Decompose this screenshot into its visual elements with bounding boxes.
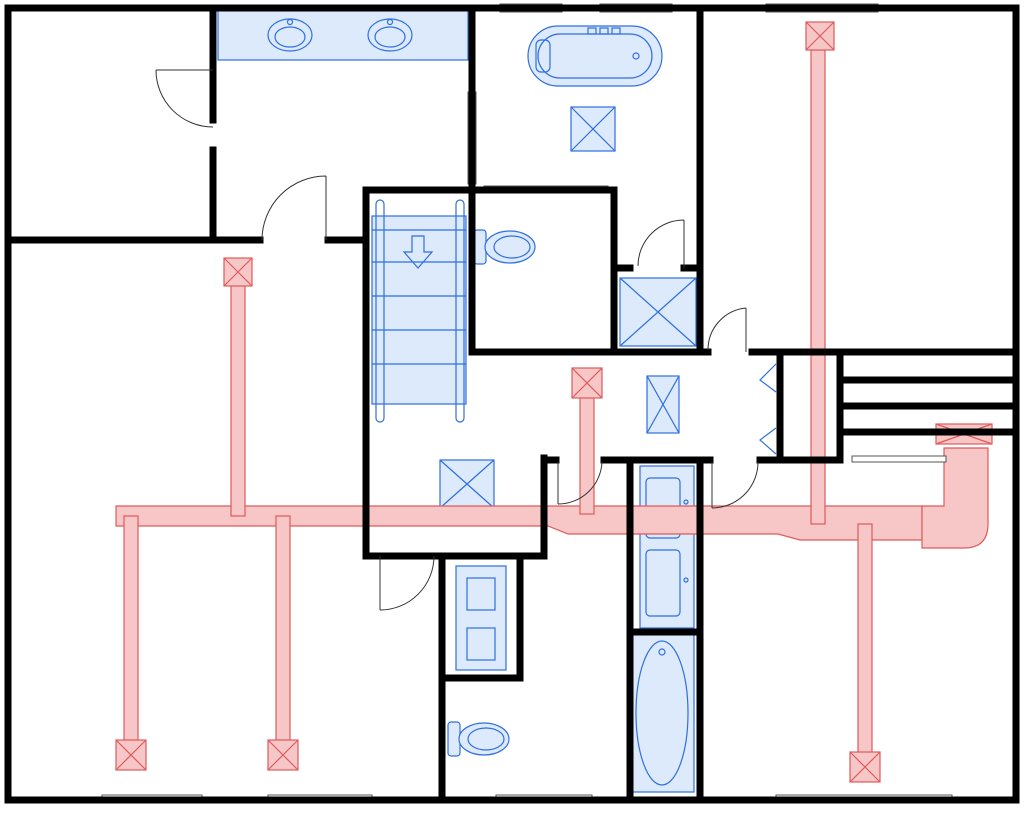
duct-branch bbox=[579, 395, 595, 515]
door-swing bbox=[261, 175, 327, 241]
bifold-door-icon bbox=[759, 363, 777, 455]
register-icon bbox=[849, 751, 881, 783]
register-icon bbox=[267, 739, 299, 771]
bathtub-icon bbox=[527, 25, 663, 87]
door-swing bbox=[637, 219, 685, 268]
sink-icon bbox=[367, 18, 413, 52]
toilet-icon bbox=[447, 721, 510, 757]
duct-branch bbox=[275, 515, 291, 743]
duct-branch bbox=[810, 49, 826, 525]
duct-branch bbox=[857, 523, 873, 757]
cabinet-icon bbox=[455, 565, 507, 671]
door-swing bbox=[155, 69, 214, 128]
shower-icon bbox=[619, 277, 697, 347]
register-icon bbox=[223, 257, 253, 287]
duct-elbow bbox=[921, 447, 989, 549]
door-swing bbox=[379, 555, 435, 611]
sink-icon bbox=[267, 18, 313, 52]
vanity-icon bbox=[639, 465, 695, 629]
exhaust-fan-icon bbox=[439, 459, 495, 509]
exterior-wall bbox=[4, 4, 1020, 804]
walls bbox=[4, 4, 1020, 804]
vanity-counter bbox=[217, 9, 469, 61]
arrow-down-icon bbox=[402, 235, 434, 269]
exhaust-fan-icon bbox=[646, 375, 680, 434]
bathtub-icon bbox=[629, 633, 695, 793]
stair-icon bbox=[371, 199, 467, 423]
door-swing bbox=[707, 307, 747, 352]
duct-branch bbox=[123, 515, 139, 743]
doors bbox=[155, 69, 759, 611]
door-swing bbox=[557, 461, 603, 505]
toilet-icon bbox=[473, 229, 536, 265]
exhaust-fan-icon bbox=[570, 106, 616, 152]
ductwork bbox=[115, 21, 993, 783]
register-icon bbox=[115, 739, 147, 771]
fixtures bbox=[217, 9, 777, 793]
register-icon bbox=[571, 367, 603, 399]
duct-branch bbox=[230, 283, 246, 517]
door-swing bbox=[711, 461, 759, 509]
register-icon bbox=[805, 21, 835, 51]
